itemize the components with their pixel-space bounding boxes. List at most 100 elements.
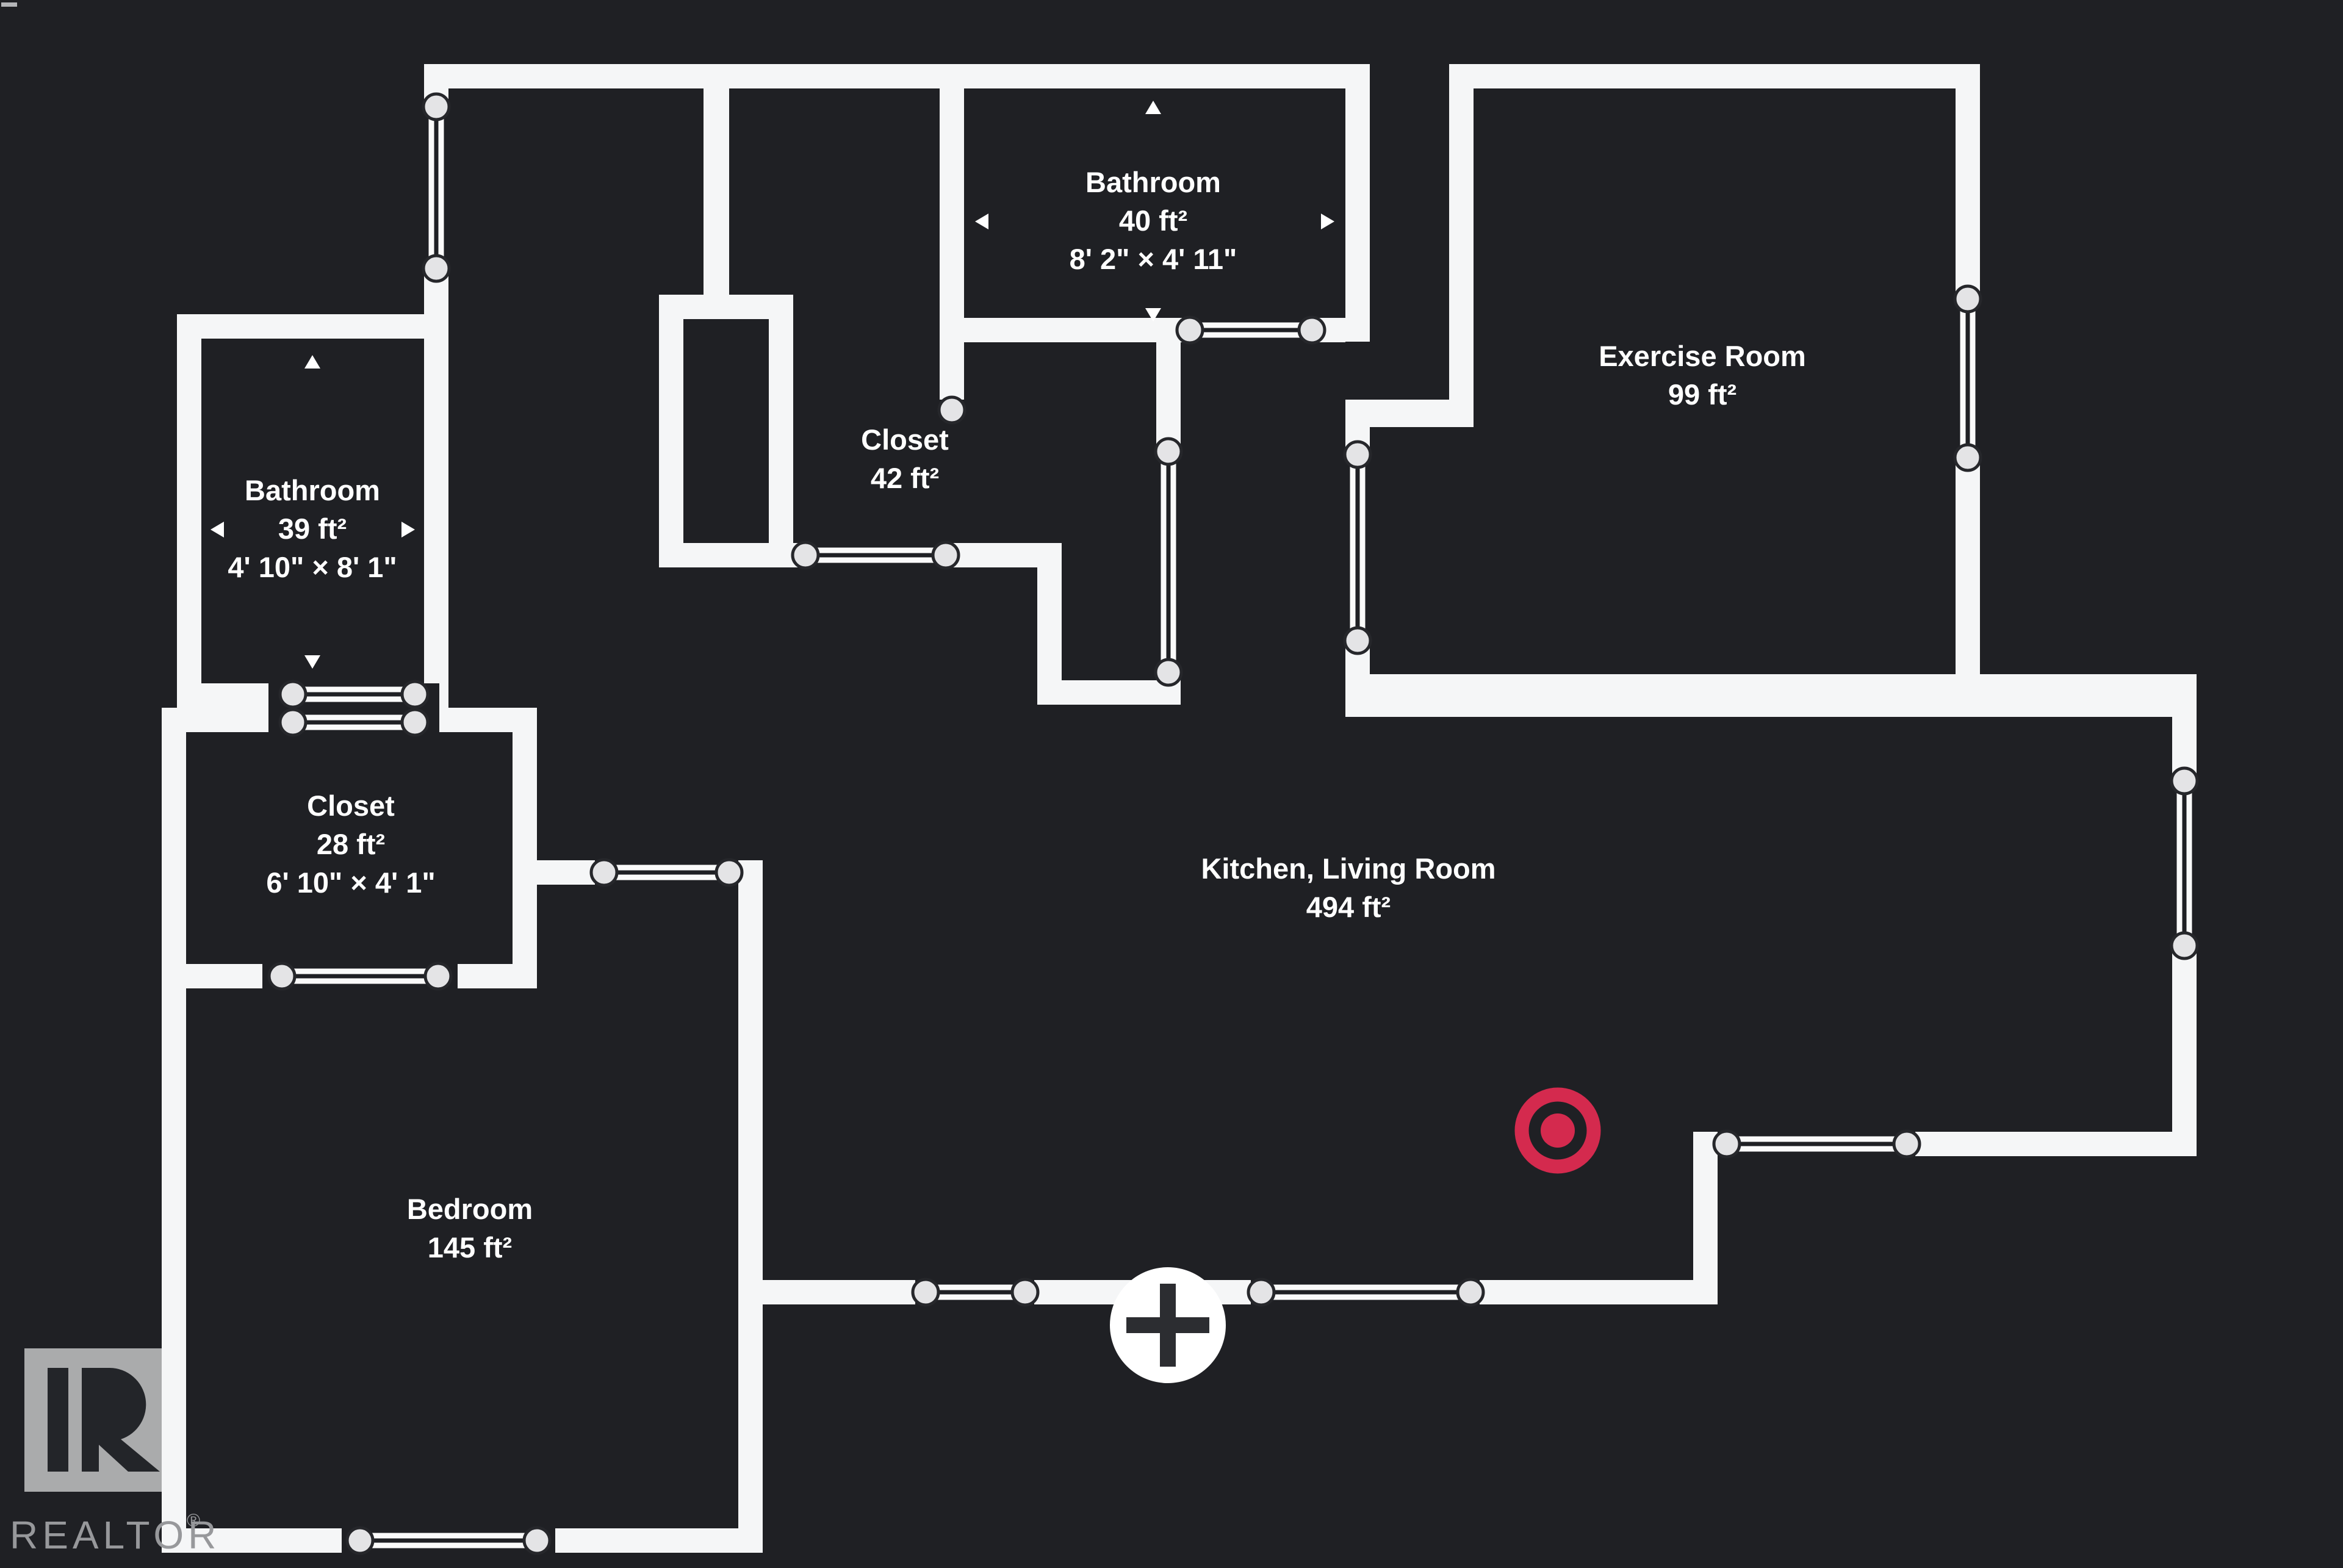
room-area: 145 ft²: [428, 1231, 512, 1264]
room-label-bathroom-top: Bathroom 40 ft² 8' 2" × 4' 11": [975, 101, 1334, 322]
door-endpoint: [791, 541, 820, 570]
camera-marker-dot[interactable]: [1541, 1113, 1575, 1148]
dim-arrow-left-icon: [975, 214, 988, 229]
door-endpoint: [1297, 315, 1326, 345]
window-symbol: [1960, 299, 1976, 458]
dim-arrow-up-icon: [304, 355, 320, 369]
room-name: Bedroom: [407, 1193, 533, 1225]
room-area: 42 ft²: [871, 462, 939, 494]
room-dims: 6' 10" × 4' 1": [266, 866, 435, 899]
wall-segment: [1345, 400, 1474, 427]
door-endpoint: [422, 92, 451, 121]
camera-marker-ring[interactable]: [1514, 1087, 1601, 1174]
door-endpoint: [1247, 1278, 1276, 1307]
dim-arrow-right-icon: [401, 522, 415, 538]
room-area: 494 ft²: [1306, 891, 1391, 923]
door-endpoint: [278, 680, 308, 709]
wall-segment: [1449, 64, 1980, 88]
door-endpoint: [589, 858, 619, 887]
realtor-logo-r-glyph: [82, 1368, 160, 1472]
door-endpoint: [278, 708, 308, 737]
wall-segment: [952, 543, 1037, 567]
room-label-closet-left: Closet 28 ft² 6' 10" × 4' 1": [266, 789, 435, 899]
door-endpoint: [1953, 443, 1982, 472]
wall-segment: [659, 295, 793, 319]
door-endpoint: [1154, 437, 1183, 466]
door-symbol: [1161, 451, 1176, 672]
window-symbol: [360, 1533, 537, 1548]
wall-segment: [1915, 1132, 2197, 1156]
wall-segment: [738, 1280, 915, 1304]
wall-segment: [964, 318, 1184, 342]
dim-arrow-up-icon: [1145, 101, 1161, 114]
door-hinge-endpoint: [937, 395, 966, 425]
door-symbol: [1190, 322, 1312, 338]
wall-segment: [1693, 1132, 1718, 1304]
labels-layer: Bathroom 40 ft² 8' 2" × 4' 11" Bathroom …: [211, 101, 1806, 1264]
window-symbol: [2176, 781, 2192, 946]
wall-segment: [1037, 680, 1156, 705]
openings-layer: [282, 107, 2192, 1548]
dim-arrow-down-icon: [1145, 308, 1161, 322]
room-area: 39 ft²: [278, 512, 347, 545]
room-name: Closet: [307, 789, 395, 822]
wall-segment: [162, 732, 186, 1553]
zoom-in-button[interactable]: [1110, 1267, 1226, 1383]
wall-segment: [659, 543, 799, 567]
door-symbol: [805, 547, 946, 563]
door-endpoint: [522, 1526, 552, 1555]
wall-segment: [177, 314, 448, 339]
door-symbol: [604, 865, 729, 880]
window-symbol: [428, 107, 444, 268]
door-endpoint: [2170, 766, 2199, 796]
wall-segment: [186, 964, 262, 988]
wall-segment: [177, 683, 268, 708]
opening-endpoints: [267, 92, 2199, 1555]
room-label-exercise: Exercise Room 99 ft²: [1599, 340, 1806, 411]
wall-segment: [1156, 342, 1181, 445]
room-label-bathroom-left: Bathroom 39 ft² 4' 10" × 8' 1": [211, 355, 415, 669]
door-endpoint: [2170, 931, 2199, 960]
door-endpoint: [400, 708, 430, 737]
door-endpoint: [422, 254, 451, 283]
wall-segment: [458, 964, 537, 988]
wall-segment: [537, 860, 595, 885]
room-label-kitchen-living: Kitchen, Living Room 494 ft²: [1201, 852, 1495, 923]
room-area: 99 ft²: [1668, 378, 1737, 411]
door-endpoint: [1175, 315, 1204, 345]
wall-segment: [162, 1528, 342, 1553]
door-endpoint: [1010, 1278, 1040, 1307]
wall-segment: [940, 88, 964, 400]
wall-segment: [1956, 88, 1980, 293]
wall-segment: [738, 860, 763, 1553]
plus-icon: [1126, 1284, 1209, 1367]
dim-arrow-down-icon: [304, 655, 320, 669]
wall-segment: [1480, 1280, 1718, 1304]
room-label-bedroom: Bedroom 145 ft²: [407, 1193, 533, 1264]
window-symbol: [926, 1284, 1025, 1300]
wall-segment: [1345, 88, 1370, 342]
wall-segment: [769, 319, 793, 543]
dim-arrow-right-icon: [1321, 214, 1334, 229]
door-endpoint: [1343, 626, 1372, 655]
room-dims: 8' 2" × 4' 11": [1070, 243, 1237, 275]
wall-segment: [177, 339, 201, 683]
wall-segment: [1956, 464, 1980, 674]
room-area: 40 ft²: [1119, 204, 1187, 237]
door-symbol: [282, 968, 438, 984]
door-endpoint: [423, 962, 453, 991]
wall-segment: [1449, 88, 1474, 400]
wall-segment: [555, 1528, 763, 1553]
room-name: Closet: [861, 423, 949, 456]
room-area: 28 ft²: [317, 828, 385, 860]
room-name: Kitchen, Living Room: [1201, 852, 1495, 885]
wall-segment: [439, 683, 448, 708]
room-label-closet-mid: Closet 42 ft²: [861, 423, 949, 494]
wall-segment: [659, 319, 683, 543]
realtor-logo-r-stem: [48, 1368, 68, 1472]
wall-segment: [1037, 543, 1062, 680]
camera-viewpoint-marker[interactable]: [1514, 1087, 1601, 1174]
door-endpoint: [345, 1526, 375, 1555]
